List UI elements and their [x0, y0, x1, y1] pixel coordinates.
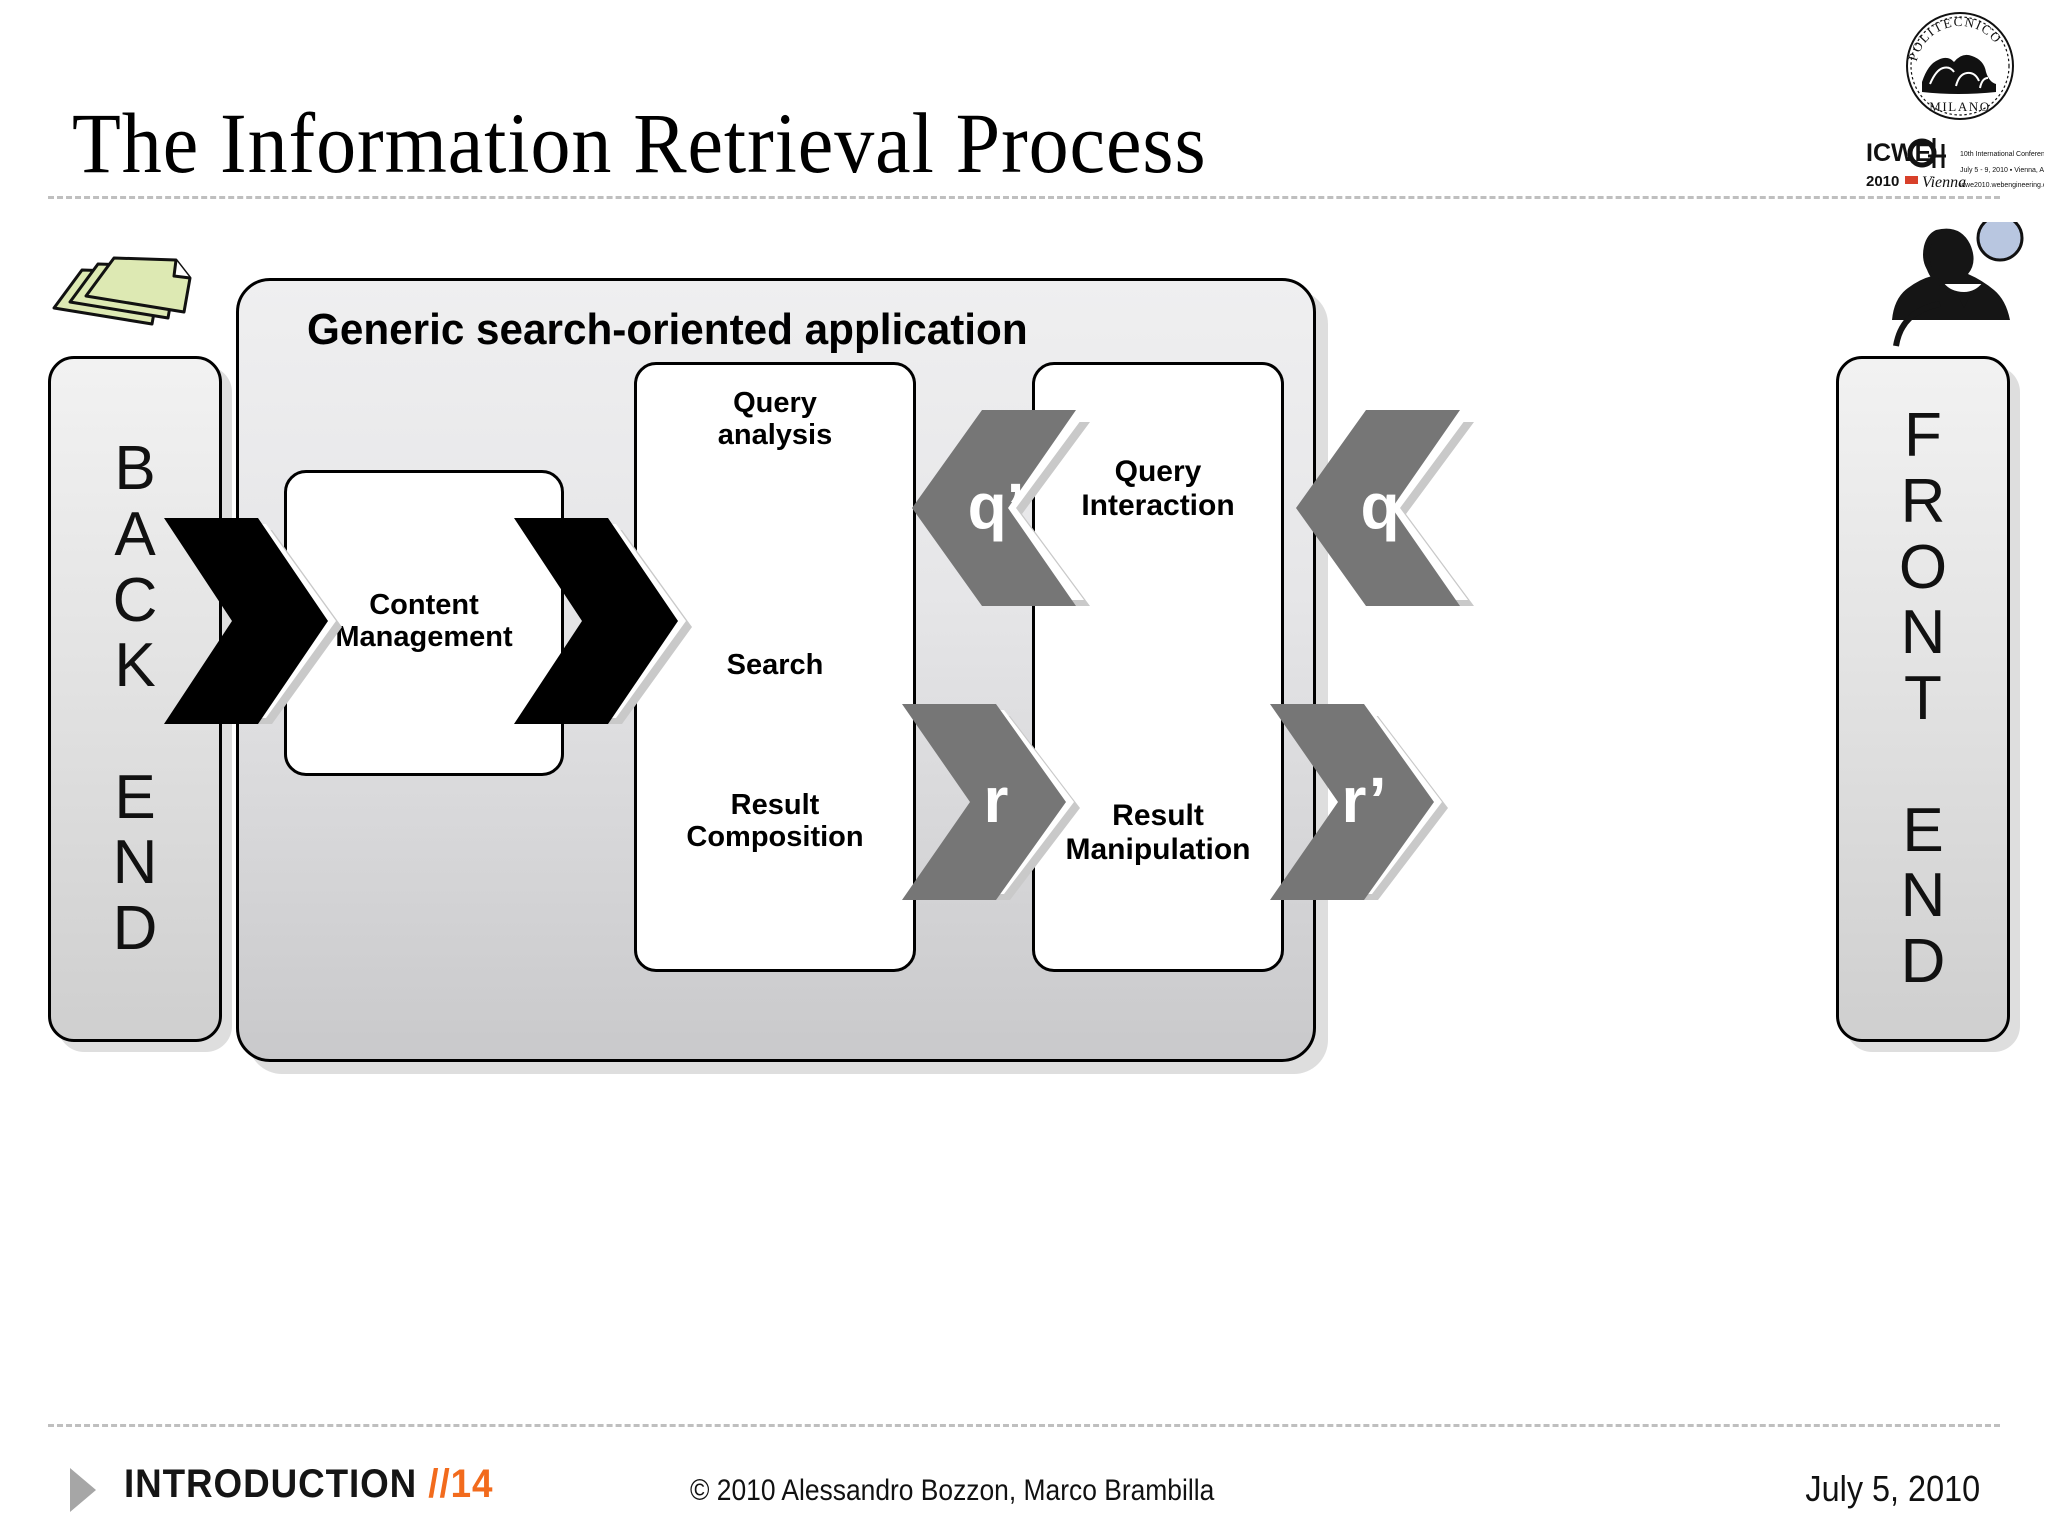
chevron-q-label: q: [1360, 470, 1400, 542]
result-composition-line1: Result: [730, 789, 820, 821]
content-management-line1: Content: [369, 589, 479, 621]
icwe-year: 2010: [1866, 173, 1899, 190]
content-management-label: Content Management: [287, 589, 561, 654]
chevron-r-prime-label: r’: [1341, 764, 1387, 836]
result-composition-line2: Composition: [686, 821, 864, 854]
icwe-wordmark: ICWE: [1866, 139, 1931, 167]
content-management-line2: Management: [335, 621, 513, 654]
footer-section: INTRODUCTION //14: [124, 1462, 493, 1507]
icwe-line2: July 5 - 9, 2010 ▪ Vienna, Austria: [1960, 167, 2044, 174]
footer-arrow-icon: [70, 1468, 96, 1512]
icwe-line3: icwe2010.webengineering.org: [1960, 182, 2044, 189]
user-silhouette-icon: [1878, 214, 2038, 354]
page-title: The Information Retrieval Process: [72, 95, 1207, 191]
chevron-q: q: [1284, 408, 1476, 620]
title-divider: [48, 196, 2000, 199]
app-panel-title: Generic search-oriented application: [307, 305, 1028, 354]
chevron-q-prime-label: q’: [967, 470, 1025, 542]
query-analysis-label: Query analysis: [637, 387, 913, 452]
milano-text: MILANO: [1929, 99, 1991, 114]
icwe-city: Vienna: [1922, 174, 1966, 191]
result-manipulation-line2: Manipulation: [1065, 832, 1251, 866]
query-interaction-line2: Interaction: [1081, 488, 1235, 522]
chevron-r-prime: r’: [1268, 702, 1460, 914]
icwe-line1: 10th International Conference on Web Eng…: [1960, 151, 2044, 158]
query-interaction-line1: Query: [1114, 455, 1202, 488]
result-composition-label: Result Composition: [637, 789, 913, 854]
result-manipulation-line1: Result: [1112, 799, 1204, 832]
documents-stack-icon: [48, 236, 198, 336]
chevron-r: r: [900, 702, 1092, 914]
chevron-q-prime: q’: [900, 408, 1092, 620]
chevron-r-label: r: [983, 764, 1009, 836]
footer-section-name: INTRODUCTION: [124, 1462, 429, 1506]
query-analysis-line1: Query: [733, 387, 817, 419]
interaction-box: Query Interaction Result Manipulation: [1032, 362, 1284, 972]
footer-copyright: © 2010 Alessandro Bozzon, Marco Brambill…: [690, 1474, 1215, 1507]
chevron-ingest-2: [512, 518, 692, 736]
search-label: Search: [726, 649, 824, 681]
query-analysis-line2: analysis: [717, 419, 833, 452]
result-manipulation-label: Result Manipulation: [1035, 799, 1281, 866]
footer-divider: [48, 1424, 2000, 1427]
footer-slide-number: //14: [428, 1462, 494, 1506]
footer-date: July 5, 2010: [1805, 1468, 1980, 1509]
icwe-conference-logo: ICWE 2010 Vienna 10th International Conf…: [1866, 134, 2048, 200]
chevron-ingest-1: [162, 518, 342, 736]
query-interaction-label: Query Interaction: [1035, 455, 1281, 522]
politecnico-milano-logo: POLITECNICO MILANO: [1900, 10, 2020, 122]
